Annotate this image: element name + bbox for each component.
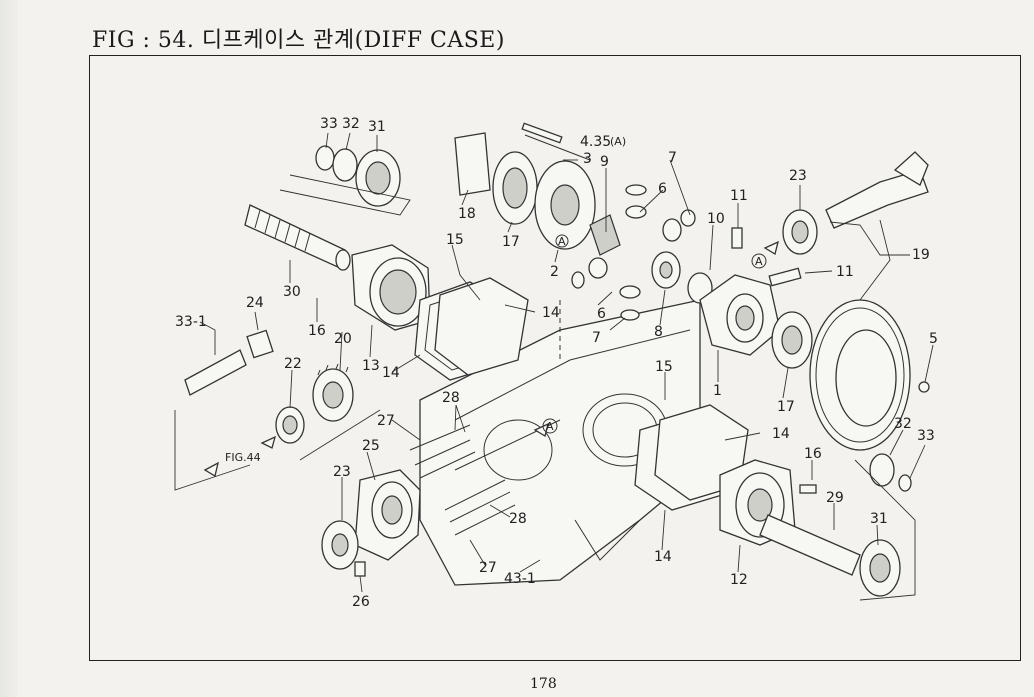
part-label: 2 — [550, 264, 559, 280]
part-label: 11 — [730, 188, 748, 204]
bearing-housing-13 — [351, 244, 431, 331]
part-label: 13 — [362, 358, 380, 374]
part-label: 18 — [458, 206, 476, 222]
part-label: 23 — [333, 464, 351, 480]
part-label: 11 — [836, 264, 854, 280]
figure-title: FIG : 54. 디프케이스 관계(DIFF CASE) — [92, 28, 505, 53]
part-label: 12 — [730, 572, 748, 588]
part-label: 6 — [597, 306, 606, 322]
part-label: 32 — [342, 116, 360, 132]
pinion-shaft-30 — [244, 204, 351, 271]
part-label: 28 — [442, 390, 460, 406]
svg-text:A: A — [546, 420, 554, 433]
part-label: 3 — [583, 151, 592, 167]
part-label: 15 — [655, 359, 673, 375]
gaskets-left — [414, 277, 529, 381]
part-label: 19 — [912, 247, 930, 263]
scan-margin — [0, 0, 18, 697]
pinion-gears — [571, 184, 713, 321]
part-label: 30 — [283, 284, 301, 300]
part-label: 14 — [542, 305, 560, 321]
svg-text:A: A — [755, 255, 763, 268]
part-label: 27 — [479, 560, 497, 576]
part-label: 9 — [600, 154, 609, 170]
bevel-pinion-19 — [782, 151, 929, 301]
part-label: 32 — [894, 416, 912, 432]
part-label: 22 — [284, 356, 302, 372]
part-label: 33-1 — [175, 314, 207, 330]
part-label: 17 — [777, 399, 795, 415]
part-label: 5 — [929, 331, 938, 347]
part-label: 31 — [870, 511, 888, 527]
part-label: 1 — [713, 383, 722, 399]
part-label: 25 — [362, 438, 380, 454]
part-label: 7 — [592, 330, 601, 346]
part-label: 10 — [707, 211, 725, 227]
part-label: 14 — [382, 365, 400, 381]
page-number: 178 — [530, 676, 557, 692]
part-label: 24 — [246, 295, 264, 311]
part-label: 6 — [658, 181, 667, 197]
part-label: 26 — [352, 594, 370, 610]
diff-case-1 — [699, 227, 930, 451]
bearing-set-top — [279, 145, 411, 216]
part-label: 23 — [789, 168, 807, 184]
leader-lines — [199, 132, 934, 593]
part-label: 33 — [320, 116, 338, 132]
lower-left-assembly — [321, 424, 516, 577]
lower-right-assembly — [634, 404, 916, 601]
diff-case-half-2 — [454, 122, 621, 256]
part-label: 15 — [446, 232, 464, 248]
part-label: 7 — [668, 150, 677, 166]
diagram-frame — [89, 55, 1021, 661]
part-label: 16 — [804, 446, 822, 462]
gear-assembly-left — [174, 329, 381, 491]
part-label: 8 — [654, 324, 663, 340]
direction-arrows — [203, 240, 779, 478]
part-label: 27 — [377, 413, 395, 429]
part-label: 14 — [772, 426, 790, 442]
reference-circles: A A A — [542, 234, 767, 434]
part-label: 14 — [654, 549, 672, 565]
part-label: 17 — [502, 234, 520, 250]
svg-text:A: A — [558, 235, 566, 248]
part-label: 20 — [334, 331, 352, 347]
ref-bolt-suffix: (A) — [610, 135, 626, 148]
part-label: 16 — [308, 323, 326, 339]
part-label: 29 — [826, 490, 844, 506]
ref-bolt: 4.35 — [580, 134, 611, 150]
part-label: 28 — [509, 511, 527, 527]
part-label: 33 — [917, 428, 935, 444]
part-label: 31 — [368, 119, 386, 135]
ref-fig44: FIG.44 — [225, 451, 261, 464]
part-number-labels: 33 32 31 30 24 33-1 16 20 13 22 14 14 15… — [175, 116, 938, 610]
part-label: 43-1 — [504, 571, 536, 587]
